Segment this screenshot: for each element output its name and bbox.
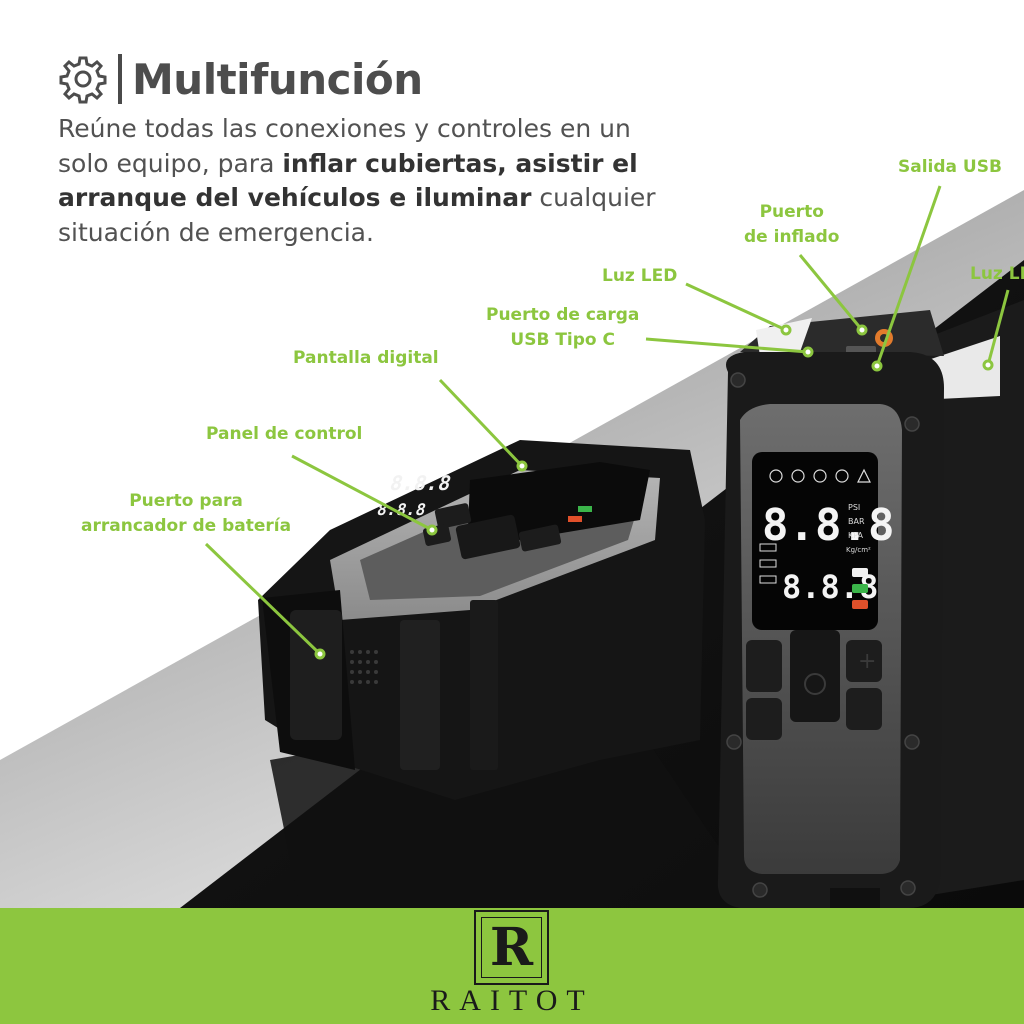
brand-logo-inner: R — [481, 917, 542, 978]
label-pantalla: Pantalla digital — [293, 348, 439, 368]
label-puerto-inflado: Puerto de inflado — [744, 202, 840, 247]
right-device: 8.8.8 8.8.8 PSI BAR KPA Kg/cm² + — [717, 300, 1024, 908]
svg-text:8.8.8: 8.8.8 — [375, 500, 428, 519]
light-button — [746, 698, 782, 740]
description-text-1: Reúne todas las conexiones y controles e… — [58, 114, 631, 178]
label-panel: Panel de control — [206, 424, 363, 444]
description-bold: inflar cubiertas, asistir el arranque de… — [58, 148, 638, 213]
right-display — [752, 452, 878, 630]
display-upper: 8.8.8 — [762, 500, 894, 551]
description-text-2: cualquier situación de emergencia. — [58, 183, 656, 247]
unit-kgcm: Kg/cm² — [846, 546, 871, 554]
minus-button — [746, 640, 782, 692]
unit-psi: PSI — [848, 503, 860, 512]
label-arrancador: Puerto para arrancador de batería — [81, 491, 292, 536]
unit-bar: BAR — [848, 517, 865, 526]
title-divider — [118, 54, 122, 104]
brand-logo: R — [474, 910, 549, 985]
mode-button — [846, 688, 882, 730]
unit-kpa: KPA — [848, 531, 864, 540]
product-stage: 8.8.8 8.8.8 — [0, 50, 1024, 908]
brand-name: RAITOT — [430, 984, 594, 1017]
gear-icon — [59, 56, 107, 104]
label-salida-usb: Salida USB — [898, 157, 1002, 177]
brand-logo-letter: R — [489, 916, 534, 978]
description: Reúne todas las conexiones y controles e… — [58, 112, 658, 250]
label-luz-led-right: Luz LE — [970, 264, 1024, 284]
svg-text:+: + — [858, 649, 876, 674]
title-text: Multifunción — [132, 54, 423, 104]
power-button — [790, 630, 840, 722]
callout-lines — [204, 185, 1010, 660]
plus-button — [846, 640, 882, 682]
label-puerto-carga: Puerto de carga USB Tipo C — [486, 305, 640, 350]
label-luz-led-left: Luz LED — [602, 266, 678, 286]
page-title: Multifunción — [58, 50, 423, 108]
svg-text:8.8.8: 8.8.8 — [387, 471, 453, 495]
product-illustration: 8.8.8 8.8.8 — [0, 185, 1024, 908]
left-device: 8.8.8 8.8.8 — [258, 440, 705, 800]
